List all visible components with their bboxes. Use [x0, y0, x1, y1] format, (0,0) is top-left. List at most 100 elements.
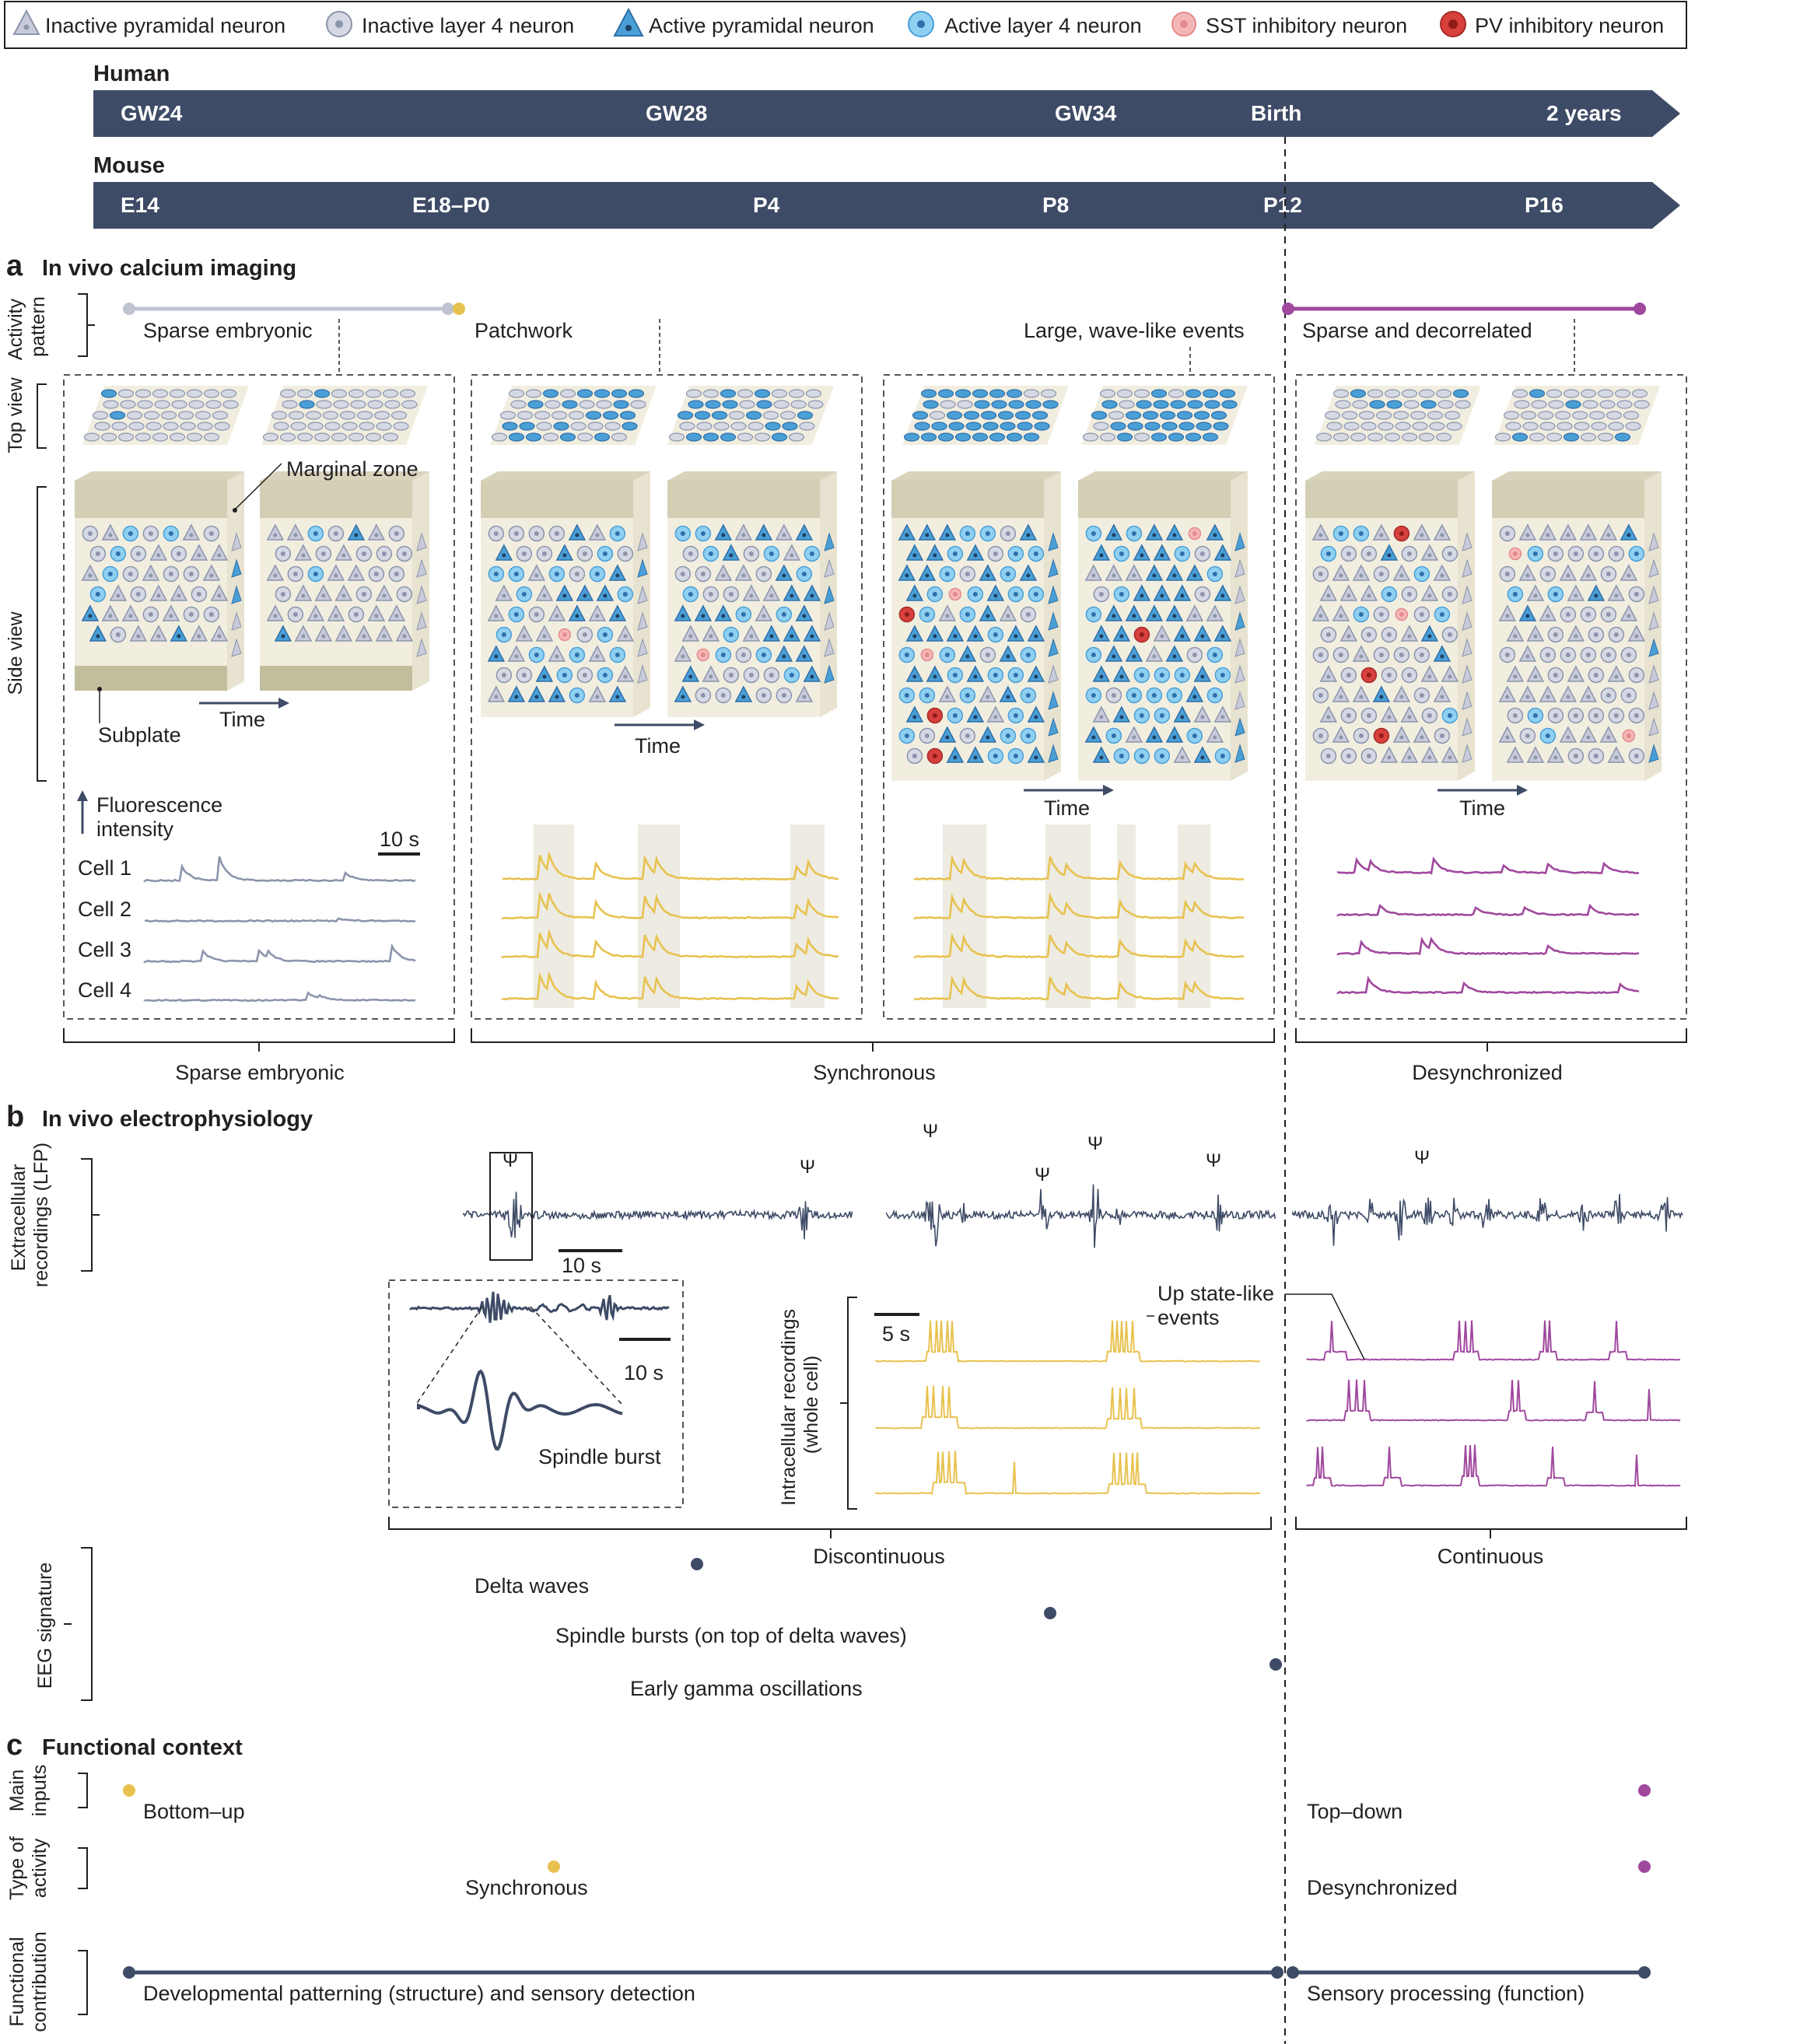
inactive-neuron-icon	[1557, 422, 1573, 431]
inactive-pyramidal-icon	[487, 604, 506, 621]
inactive-neuron-icon	[630, 400, 646, 409]
panel-c-letter: c	[6, 1729, 23, 1762]
active-pyramidal-icon	[1213, 625, 1232, 642]
inactive-neuron-icon	[307, 422, 324, 431]
inactive-neuron-icon	[1606, 411, 1623, 420]
active-pyramidal-icon	[1027, 705, 1045, 723]
intra-scale-label: 5 s	[882, 1322, 910, 1346]
inactive-pyramidal-icon	[1648, 558, 1659, 578]
active-neuron-icon	[1196, 422, 1212, 431]
inactive-pyramidal-icon	[1539, 604, 1557, 621]
inactive-neuron-icon	[1099, 432, 1116, 442]
inactive-neuron-icon	[1435, 432, 1452, 442]
inactive-neuron-icon	[579, 400, 595, 409]
active-pyramidal-icon	[795, 604, 814, 621]
inactive-neuron-icon	[1332, 389, 1350, 398]
inactive-pyramidal-icon	[1567, 584, 1585, 601]
spindle-burst-label: Spindle burst	[538, 1445, 661, 1468]
active-pyramidal-icon	[555, 584, 574, 601]
active-neuron-icon	[972, 432, 989, 442]
inactive-pyramidal-icon	[1413, 726, 1431, 743]
marginal-zone-layer	[667, 481, 820, 518]
cortex-block	[75, 471, 244, 691]
inactive-pyramidal-icon	[347, 564, 366, 581]
side-view-axis-label: Side view	[5, 611, 26, 695]
inactive-neuron-icon	[1358, 411, 1375, 420]
inactive-neuron-icon	[1133, 432, 1150, 442]
discontinuous-label: Discontinuous	[813, 1545, 945, 1568]
inactive-pyramidal-icon	[824, 638, 835, 657]
active-pyramidal-icon	[986, 584, 1005, 601]
inactive-neuron-icon	[1429, 422, 1445, 431]
inactive-pyramidal-icon	[149, 625, 168, 642]
active-pyramidal-icon	[966, 625, 985, 642]
inactive-neuron-icon	[1108, 411, 1125, 420]
active-neuron-icon	[611, 389, 628, 398]
inactive-neuron-icon	[212, 411, 229, 420]
active-neuron-icon	[1420, 400, 1437, 409]
inactive-pyramidal-icon	[938, 685, 957, 702]
active-pyramidal-icon	[1019, 564, 1038, 581]
inactive-pyramidal-icon	[1599, 523, 1618, 541]
inactive-pyramidal-icon	[1352, 645, 1371, 662]
spindle-marker: Ψ	[1206, 1150, 1221, 1171]
time-label-1: Time	[219, 708, 265, 731]
active-neuron-icon	[1565, 400, 1581, 409]
intracellular-trace-postnatal	[1306, 1320, 1681, 1361]
inactive-neuron-icon	[359, 422, 375, 431]
inactive-neuron-icon	[1427, 411, 1444, 420]
active-pyramidal-icon	[637, 558, 648, 578]
inactive-neuron-icon	[203, 389, 220, 398]
inactive-pyramidal-icon	[714, 564, 733, 581]
mouse-tick-p12: P12	[1263, 193, 1302, 217]
intracellular-trace-postnatal	[1306, 1379, 1681, 1422]
active-pyramidal-icon	[1420, 625, 1439, 642]
inactive-pyramidal-icon	[170, 584, 188, 601]
active-pyramidal-icon	[958, 645, 977, 662]
inactive-neuron-icon	[290, 422, 306, 431]
mouse-tick-e14: E14	[121, 193, 159, 217]
active-pyramidal-icon	[89, 625, 107, 642]
inactive-neuron-icon	[1367, 389, 1384, 398]
inactive-neuron-icon	[1616, 400, 1633, 409]
active-pyramidal-icon	[926, 625, 944, 642]
inactive-pyramidal-icon	[938, 604, 957, 621]
active-pyramidal-icon	[1048, 717, 1059, 737]
active-neuron-icon	[553, 422, 569, 431]
inactive-pyramidal-icon	[824, 558, 835, 578]
inactive-neuron-icon	[568, 411, 585, 420]
inactive-neuron-icon	[177, 411, 194, 420]
pv-neuron-icon	[1440, 11, 1466, 37]
inactive-neuron-icon	[576, 432, 594, 442]
active-neuron-icon	[771, 432, 788, 442]
inactive-neuron-icon	[220, 389, 237, 398]
active-layer4-icon	[908, 11, 934, 37]
pattern-wave-like: Large, wave-like events	[1024, 319, 1245, 342]
active-pyramidal-icon	[1105, 604, 1123, 621]
inactive-neuron-icon	[1352, 400, 1368, 409]
continuous-label: Continuous	[1438, 1545, 1544, 1568]
marginal-zone-label: Marginal zone	[286, 457, 418, 481]
inactive-neuron-icon	[288, 411, 305, 420]
inactive-pyramidal-icon	[1420, 584, 1439, 601]
calcium-trace-cell-1	[143, 856, 416, 883]
inactive-neuron-icon	[1412, 422, 1428, 431]
inactive-neuron-icon	[1580, 389, 1597, 398]
inactive-pyramidal-icon	[1319, 705, 1338, 723]
zoom-box	[489, 1152, 533, 1261]
inactive-neuron-icon	[1608, 422, 1624, 431]
inactive-pyramidal-icon	[674, 645, 692, 662]
active-pyramidal-icon	[1518, 604, 1537, 621]
active-pyramidal-icon	[1048, 532, 1059, 551]
active-neuron-icon	[914, 422, 930, 431]
active-neuron-icon	[688, 400, 704, 409]
inactive-pyramidal-icon	[1332, 604, 1350, 621]
active-pyramidal-icon	[555, 544, 574, 561]
inactive-pyramidal-icon	[1648, 611, 1659, 631]
inactive-pyramidal-icon	[1413, 523, 1431, 541]
inactive-neuron-icon	[545, 400, 561, 409]
inactive-pyramidal-icon	[1332, 685, 1350, 702]
eeg-gamma-oscillations: Early gamma oscillations	[630, 1677, 863, 1700]
active-neuron-icon	[562, 400, 578, 409]
active-pyramidal-icon	[824, 532, 835, 551]
